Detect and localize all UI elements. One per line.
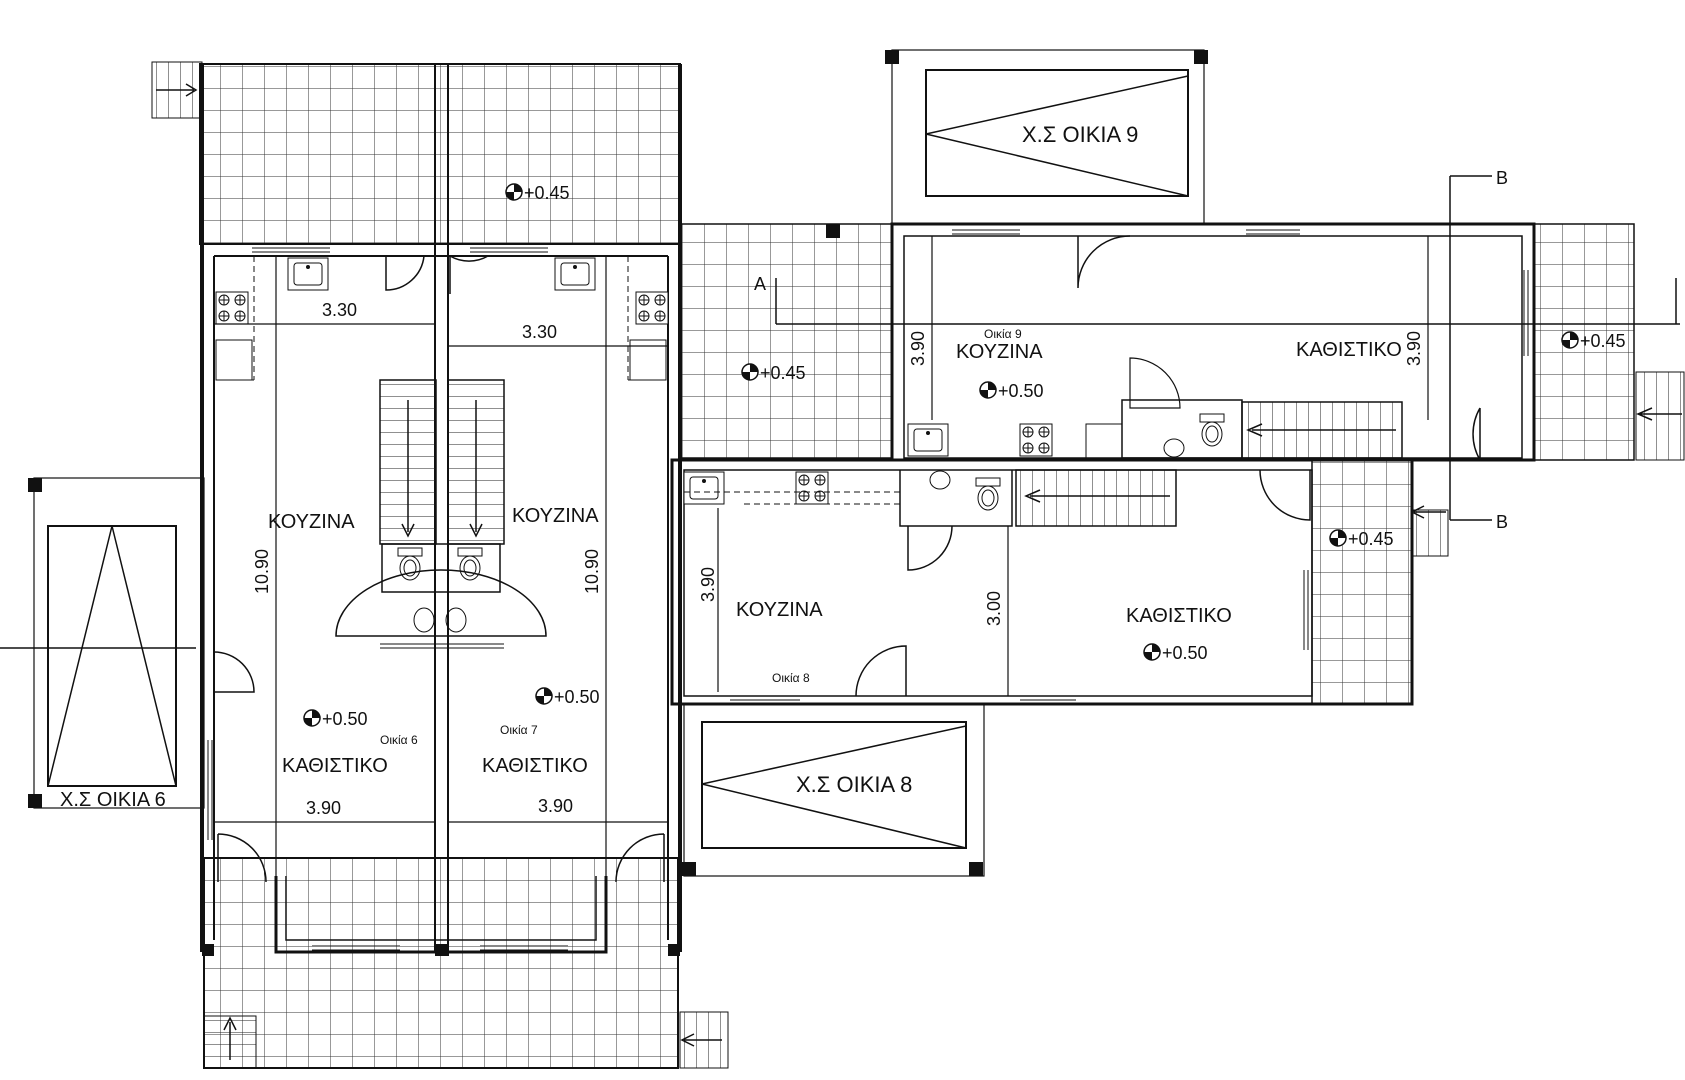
level-markers: +0.45 +0.45 +0.45 +0.45 +0.50 +0.50 +0.5… [303, 183, 1626, 729]
kitchen-house7: ΚΟΥΖΙΝΑ [512, 505, 599, 527]
dim-house8-middle: 3.00 [984, 591, 1004, 626]
kitchen-house8: ΚΟΥΖΙΝΑ [736, 599, 823, 621]
section-b-top-label: B [1496, 168, 1508, 188]
dim-house9-kitchen: 3.90 [908, 331, 928, 366]
terraces [199, 63, 1635, 1069]
dim-house8-kitchen: 3.90 [698, 567, 718, 602]
dim-house6-living: 3.90 [306, 798, 341, 818]
terrace-top-left [199, 63, 681, 245]
dim-house9-living: 3.90 [1404, 331, 1424, 366]
dim-house6-width: 3.30 [322, 300, 357, 320]
section-b-bottom-label: B [1496, 512, 1508, 532]
level-terrace-house8: +0.45 [1348, 529, 1394, 549]
carport-8-label: Χ.Σ ΟΙΚΙΑ 8 [796, 772, 912, 797]
house-7-label: Οικία 7 [500, 723, 538, 737]
carport-9-label: Χ.Σ ΟΙΚΙΑ 9 [1022, 122, 1138, 147]
carport-6: Χ.Σ ΟΙΚΙΑ 6 [28, 477, 205, 811]
section-a-label: A [754, 274, 766, 294]
dim-house7-length: 10.90 [582, 549, 602, 594]
terrace-middle [679, 223, 893, 459]
level-house6: +0.50 [322, 709, 368, 729]
house-8-label: Οικία 8 [772, 671, 810, 685]
terrace-right [1533, 223, 1635, 461]
dim-house7-living: 3.90 [538, 796, 573, 816]
dim-house7-width: 3.30 [522, 322, 557, 342]
terrace-bottom-left [203, 857, 679, 1069]
carport-9: Χ.Σ ΟΙΚΙΑ 9 [826, 49, 1208, 238]
houses-6-7 [0, 61, 729, 1069]
living-house8: ΚΑΘΙΣΤΙΚΟ [1126, 605, 1232, 627]
carport-6-label: Χ.Σ ΟΙΚΙΑ 6 [60, 789, 166, 811]
room-labels: ΚΟΥΖΙΝΑ ΚΟΥΖΙΝΑ ΚΟΥΖΙΝΑ ΚΟΥΖΙΝΑ ΚΑΘΙΣΤΙΚ… [268, 327, 1402, 777]
living-house7: ΚΑΘΙΣΤΙΚΟ [482, 755, 588, 777]
living-house9: ΚΑΘΙΣΤΙΚΟ [1296, 339, 1402, 361]
kitchen-house9: ΚΟΥΖΙΝΑ [956, 341, 1043, 363]
house-8 [670, 458, 1449, 706]
terrace-house8 [1311, 459, 1413, 705]
level-house8: +0.50 [1162, 643, 1208, 663]
dim-house6-length: 10.90 [252, 549, 272, 594]
dimensions: 3.30 3.30 3.90 3.90 10.90 10.90 3.90 3.9… [252, 300, 1424, 818]
living-house6: ΚΑΘΙΣΤΙΚΟ [282, 755, 388, 777]
house-6-label: Οικία 6 [380, 733, 418, 747]
level-terrace-right: +0.45 [1580, 331, 1626, 351]
level-terrace-top: +0.45 [524, 183, 570, 203]
level-terrace-middle: +0.45 [760, 363, 806, 383]
level-house9: +0.50 [998, 381, 1044, 401]
kitchen-house6: ΚΟΥΖΙΝΑ [268, 511, 355, 533]
house-9-label: Οικία 9 [984, 327, 1022, 341]
carport-8: Χ.Σ ΟΙΚΙΑ 8 [682, 703, 985, 877]
level-house7: +0.50 [554, 687, 600, 707]
